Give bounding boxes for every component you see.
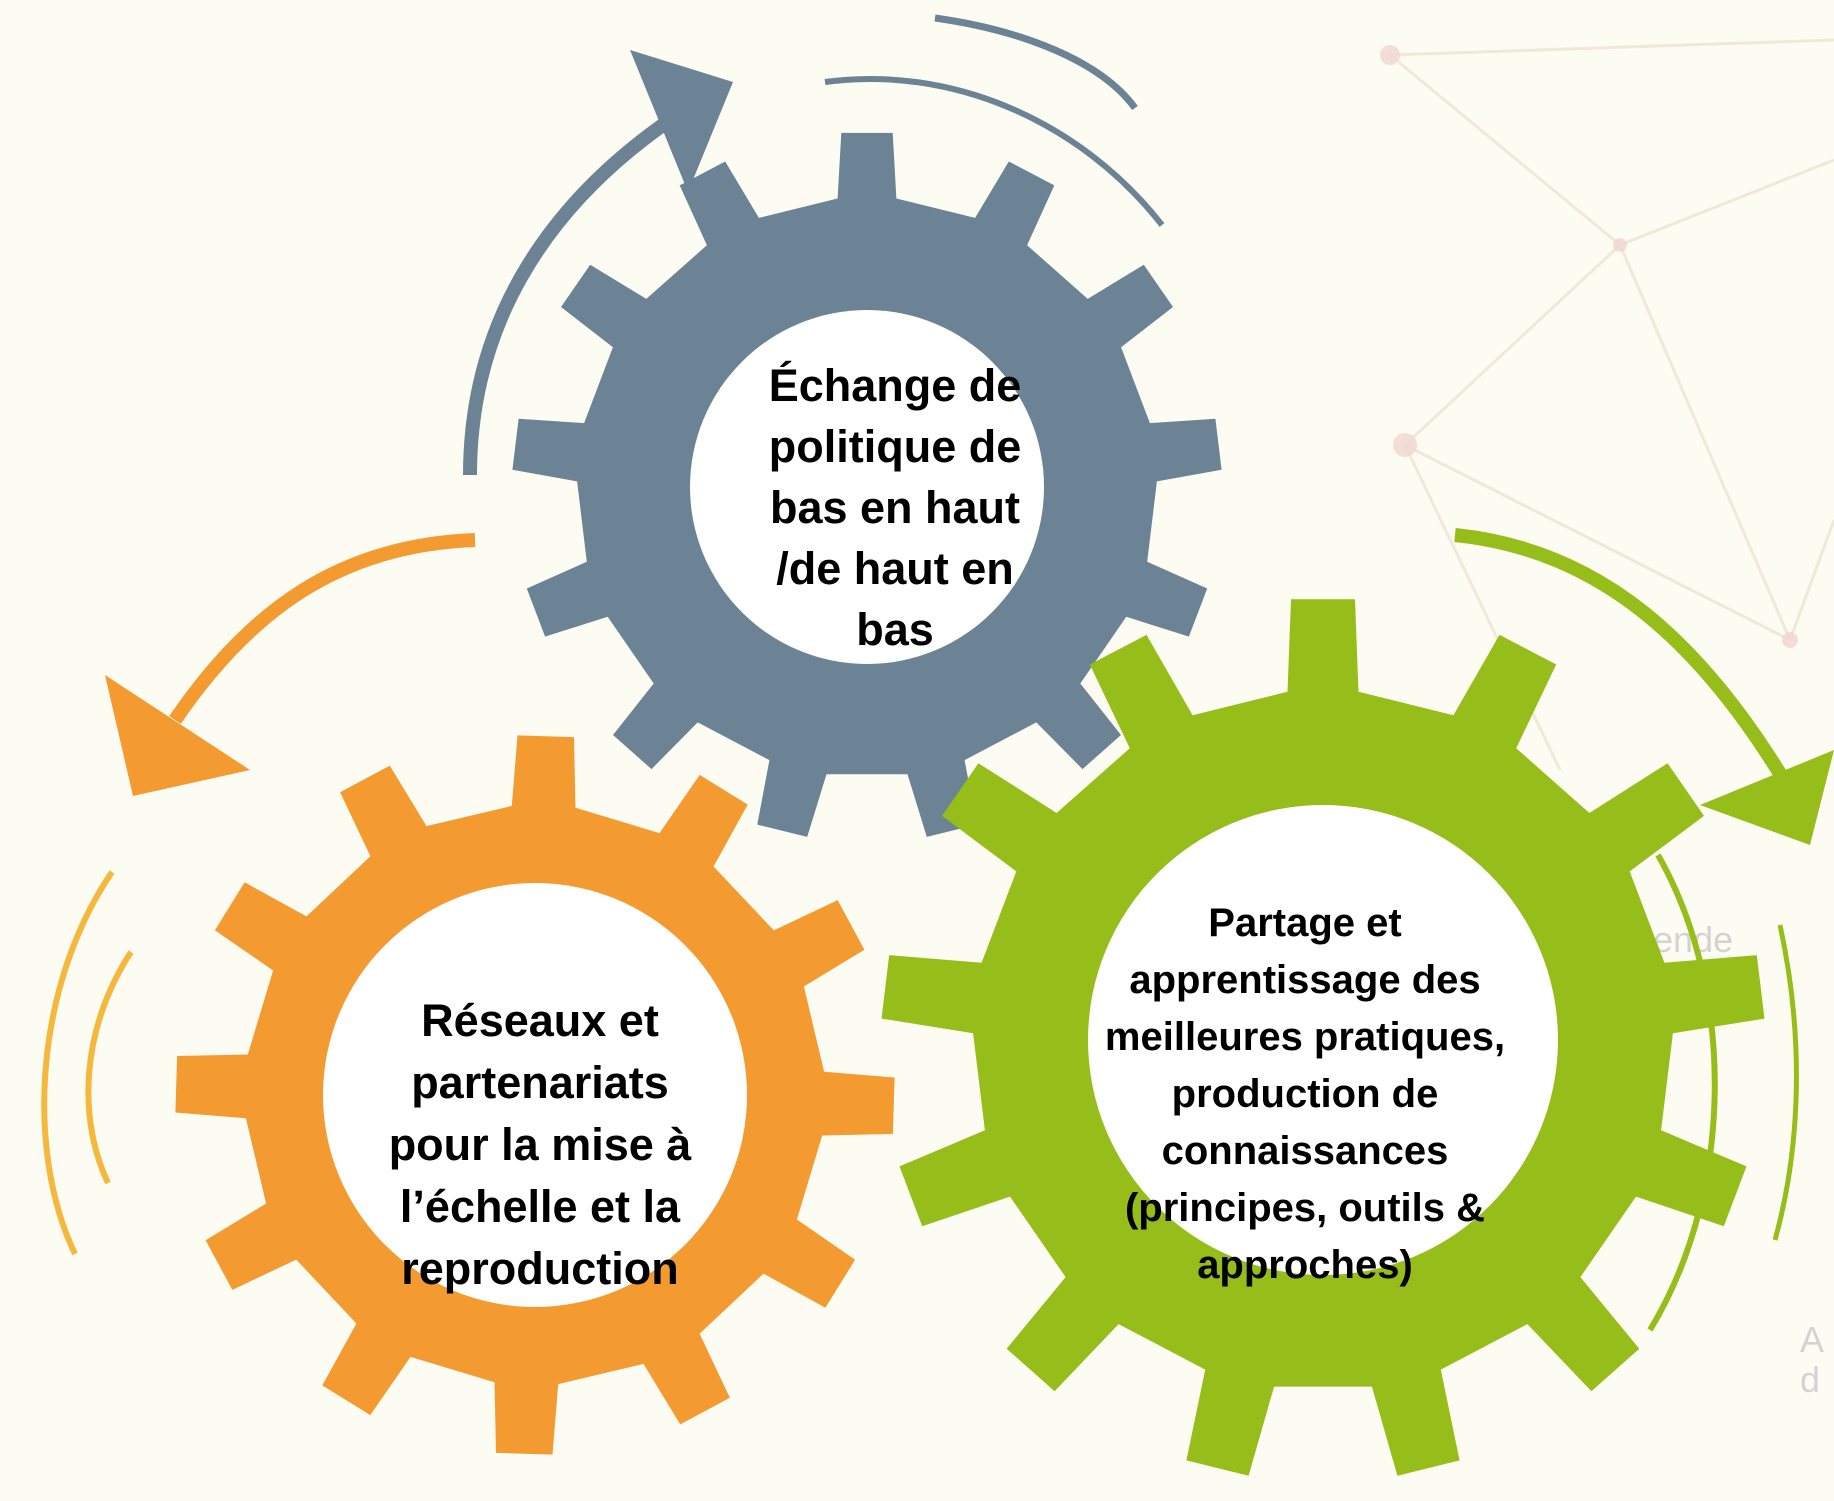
orange-cycle-arrow [169, 533, 476, 724]
green-gear-label-line: meilleures pratiques, [1104, 1015, 1506, 1059]
orange-gear-label-line: l’échelle et la [399, 1181, 681, 1232]
green-gear-label-line: connaissances [1161, 1129, 1449, 1173]
green-cycle-arrow [1454, 528, 1797, 794]
green-gear-label-line: approches) [1197, 1243, 1413, 1287]
green-gear-label: Partage et apprentissage des meilleures pr… [1080, 895, 1530, 1294]
green-gear-label-line: Partage et [1208, 901, 1402, 945]
yellow-motion-arc-outer [41, 870, 115, 1256]
green-gear-label-line: (principes, outils & [1124, 1186, 1486, 1230]
yellow-motion-arc-inner [85, 950, 134, 1185]
orange-gear [175, 735, 895, 1455]
blue-cycle-arrow-head [630, 50, 733, 192]
blue-gear-label: Échange de politique de bas en haut/de hau… [730, 355, 1060, 660]
orange-gear-label-line: pour la mise à [388, 1119, 692, 1170]
background-faded-text-lower: A d [1800, 1319, 1825, 1400]
blue-gear-label-line: Échange de [768, 360, 1022, 411]
blue-gear-label-line: bas en haut [769, 482, 1021, 533]
orange-cycle-arrow-head [105, 675, 250, 796]
green-motion-arc-outer [1647, 853, 1718, 1332]
blue-gear-label-line: /de haut en [776, 543, 1014, 594]
green-gear-hole [1088, 805, 1558, 1275]
green-gear-label-line: apprentissage des [1129, 958, 1481, 1002]
blue-gear-label-line: bas [856, 604, 934, 655]
green-cycle-arrow-head [1700, 750, 1834, 845]
green-gear-label-line: production de [1171, 1072, 1439, 1116]
orange-gear-label-line: Réseaux et [421, 995, 659, 1046]
blue-motion-arc-inner [824, 76, 1165, 227]
orange-gear-label-line: reproduction [401, 1243, 679, 1294]
orange-gear-label: Réseaux et partenariats pour la mise à l’éc… [375, 990, 705, 1300]
blue-gear-label-line: politique de [768, 421, 1022, 472]
green-gear [881, 599, 1765, 1476]
blue-gear-hole [690, 310, 1044, 664]
blue-gear [512, 132, 1222, 837]
orange-gear-label-line: partenariats [411, 1057, 669, 1108]
green-motion-arc-inner [1772, 924, 1799, 1241]
orange-gear-hole [323, 883, 747, 1307]
blue-motion-arc-outer [934, 14, 1138, 111]
blue-cycle-arrow [463, 114, 674, 476]
